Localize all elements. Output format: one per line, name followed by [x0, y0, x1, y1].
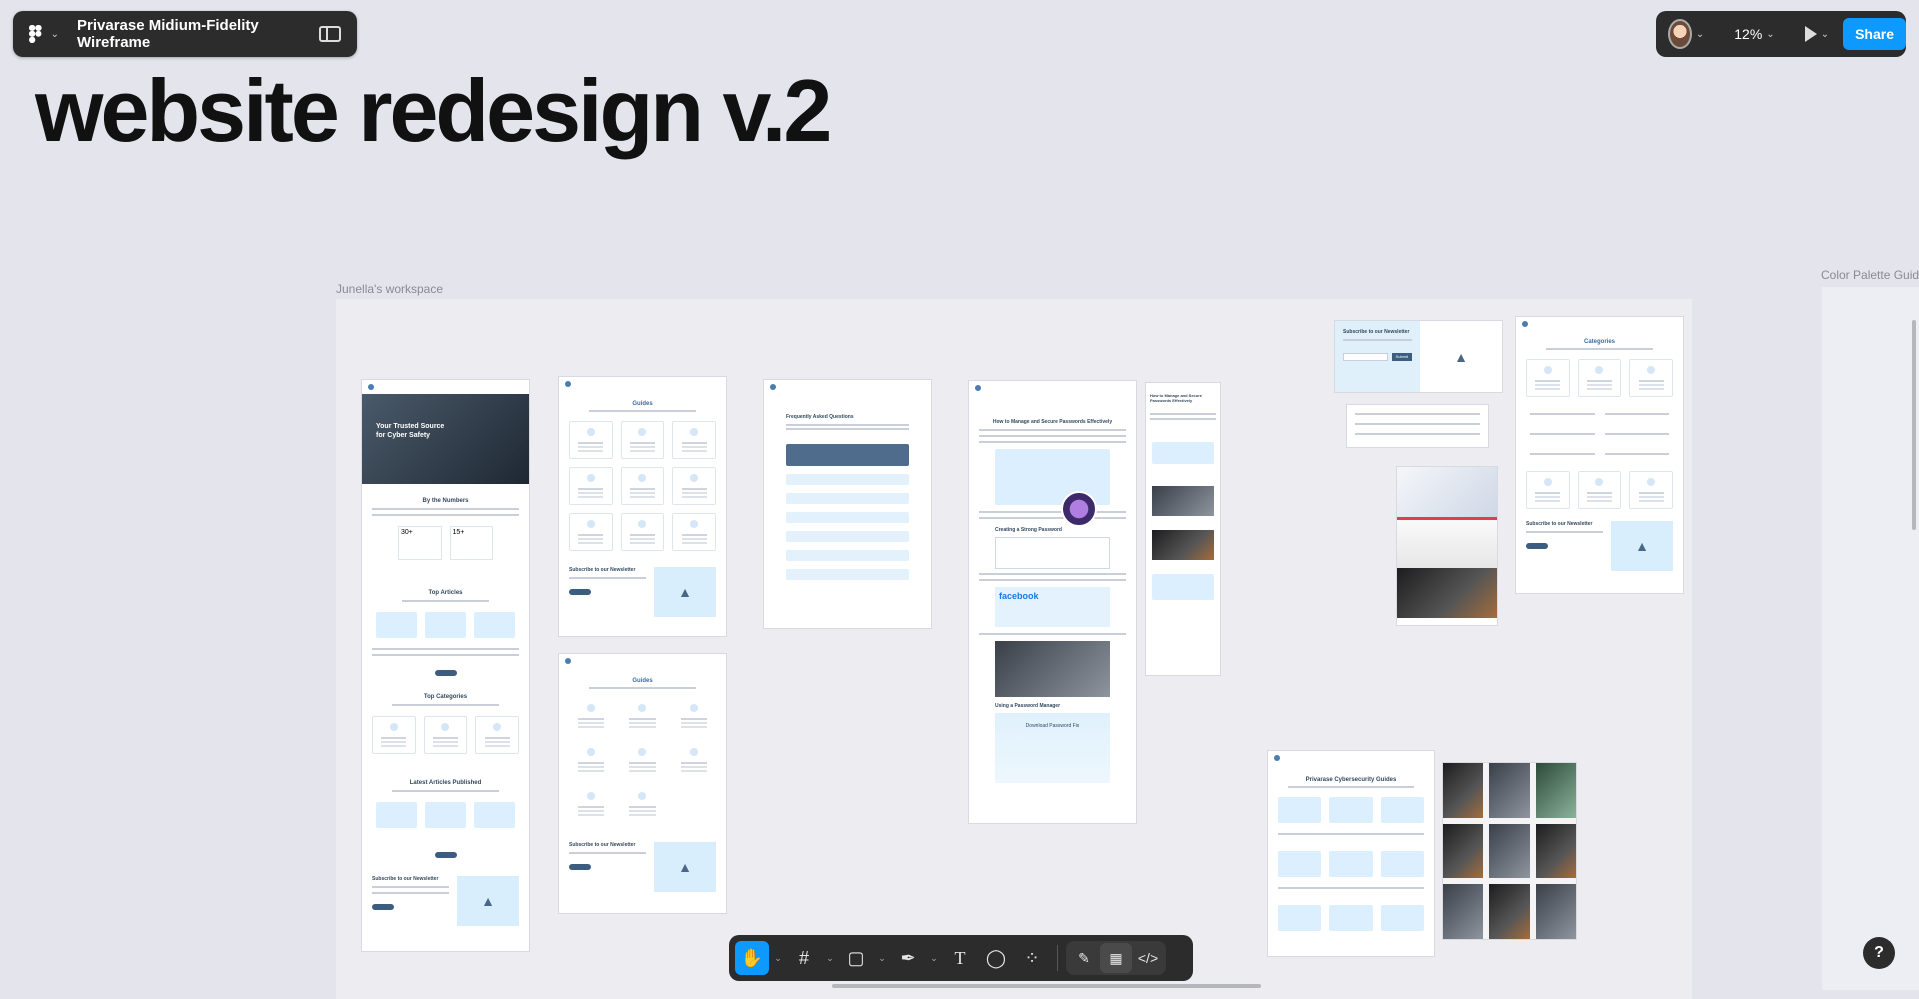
frame-faq[interactable]: Frequently Asked Questions — [764, 380, 931, 628]
newsletter-title: Subscribe to our Newsletter — [372, 876, 439, 882]
stat-card: 30+ — [398, 526, 442, 560]
horizontal-scrollbar[interactable] — [832, 984, 1261, 988]
frame-homepage[interactable]: Your Trusted Source for Cyber Safety By … — [362, 380, 529, 951]
chevron-down-icon[interactable]: ⌄ — [878, 952, 886, 963]
newsletter-title: Subscribe to our Newsletter — [569, 842, 636, 848]
draw-mode-icon[interactable]: ✎ — [1078, 949, 1090, 966]
newsletter-title: Subscribe to our Newsletter — [569, 567, 636, 573]
categories-title: Categories — [1583, 339, 1615, 345]
text-tool-icon[interactable]: T — [954, 947, 966, 968]
article-title: How to Manage and Secure Passwords Effec… — [1150, 393, 1203, 403]
section-title: Top Articles — [428, 590, 463, 596]
share-button[interactable]: Share — [1843, 18, 1906, 50]
figma-logo-icon — [29, 24, 42, 44]
submit-button[interactable]: Submit — [1391, 353, 1412, 361]
hand-tool-icon[interactable]: ✋ — [735, 941, 769, 975]
color-palette-section[interactable] — [1822, 287, 1919, 990]
facebook-brand-text: facebook — [999, 591, 1039, 601]
hero-image: Your Trusted Source for Cyber Safety — [362, 394, 529, 484]
file-title[interactable]: Privarase Midium-Fidelity Wireframe — [77, 17, 259, 51]
frame-link-list[interactable] — [1347, 405, 1488, 447]
section-title: Using a Password Manager — [995, 703, 1061, 709]
mode-switcher: ✎ ▦ </> — [1066, 941, 1166, 975]
frame-guides-alt[interactable]: Guides Subscribe to our Newsletter — [559, 654, 726, 913]
user-avatar[interactable] — [1668, 19, 1692, 49]
frame-cybersecurity-guides[interactable]: Privarase Cybersecurity Guides — [1268, 751, 1434, 956]
zoom-level[interactable]: 12% — [1734, 26, 1763, 42]
guides-title: Guides — [632, 678, 653, 684]
frame-nav — [362, 380, 529, 394]
zoom-chevron-down-icon[interactable]: ⌄ — [1766, 28, 1775, 40]
collaborator-avatar[interactable] — [1061, 491, 1097, 527]
help-button[interactable]: ? — [1863, 937, 1895, 969]
bottom-toolbar: ✋ ⌄ # ⌄ ▢ ⌄ ✒ ⌄ T ◯ ⁘ ✎ ▦ </> — [729, 935, 1193, 981]
figma-menu-button[interactable]: ⌄ — [29, 24, 59, 44]
top-right-controls: ⌄ 12% ⌄ ⌄ Share — [1656, 11, 1906, 57]
present-play-icon[interactable] — [1804, 26, 1817, 42]
article-title: How to Manage and Secure Passwords Effec… — [992, 419, 1113, 425]
pen-tool-icon[interactable]: ✒ — [900, 947, 916, 968]
section-title: By the Numbers — [422, 498, 469, 504]
chevron-down-icon[interactable]: ⌄ — [1820, 28, 1830, 40]
sidebar-toggle-icon[interactable] — [319, 26, 341, 42]
frame-photo-grid[interactable] — [1443, 763, 1576, 939]
comment-tool-icon[interactable]: ◯ — [985, 947, 1007, 968]
frame-newsletter[interactable]: Subscribe to our Newsletter Submit — [1335, 321, 1502, 392]
section-title: Creating a Strong Password — [995, 527, 1062, 533]
chevron-down-icon: ⌄ — [50, 28, 59, 40]
frame-tool-icon[interactable]: # — [798, 947, 809, 968]
dev-mode-icon[interactable]: </> — [1137, 950, 1159, 966]
stat-card: 15+ — [449, 526, 493, 560]
chevron-down-icon[interactable]: ⌄ — [826, 952, 834, 963]
palette-label[interactable]: Color Palette Guide — [1821, 268, 1919, 282]
page-heading: website redesign v.2 — [35, 61, 832, 160]
newsletter-title: Subscribe to our Newsletter — [1526, 521, 1593, 527]
frame-article-mobile[interactable]: How to Manage and Secure Passwords Effec… — [1146, 383, 1220, 675]
frame-guides[interactable]: Guides Subscribe to our Newsletter — [559, 377, 726, 636]
frame-reference-screenshots[interactable] — [1397, 467, 1497, 625]
newsletter-title: Subscribe to our Newsletter — [1343, 329, 1410, 335]
design-mode-icon[interactable]: ▦ — [1100, 943, 1132, 973]
section-title: Latest Articles Published — [409, 780, 482, 786]
file-menu-bar: ⌄ Privarase Midium-Fidelity Wireframe — [13, 11, 357, 57]
chevron-down-icon[interactable]: ⌄ — [1695, 28, 1705, 40]
frame-article[interactable]: How to Manage and Secure Passwords Effec… — [969, 381, 1136, 823]
actions-tool-icon[interactable]: ⁘ — [1024, 947, 1040, 968]
chevron-down-icon[interactable]: ⌄ — [930, 952, 938, 963]
faq-title: Frequently Asked Questions — [786, 414, 854, 420]
chevron-down-icon[interactable]: ⌄ — [774, 952, 782, 963]
hero-title: Your Trusted Source for Cyber Safety — [376, 423, 445, 439]
vertical-scrollbar[interactable] — [1912, 320, 1916, 530]
download-banner: Download Password Fix — [995, 713, 1110, 783]
workspace-label[interactable]: Junella's workspace — [336, 282, 444, 296]
section-title: Top Categories — [423, 694, 468, 700]
rectangle-tool-icon[interactable]: ▢ — [847, 947, 865, 968]
cybersec-title: Privarase Cybersecurity Guides — [1305, 777, 1397, 783]
frame-categories[interactable]: Categories Subscribe to our Newsletter — [1516, 317, 1683, 593]
guides-title: Guides — [632, 401, 653, 407]
